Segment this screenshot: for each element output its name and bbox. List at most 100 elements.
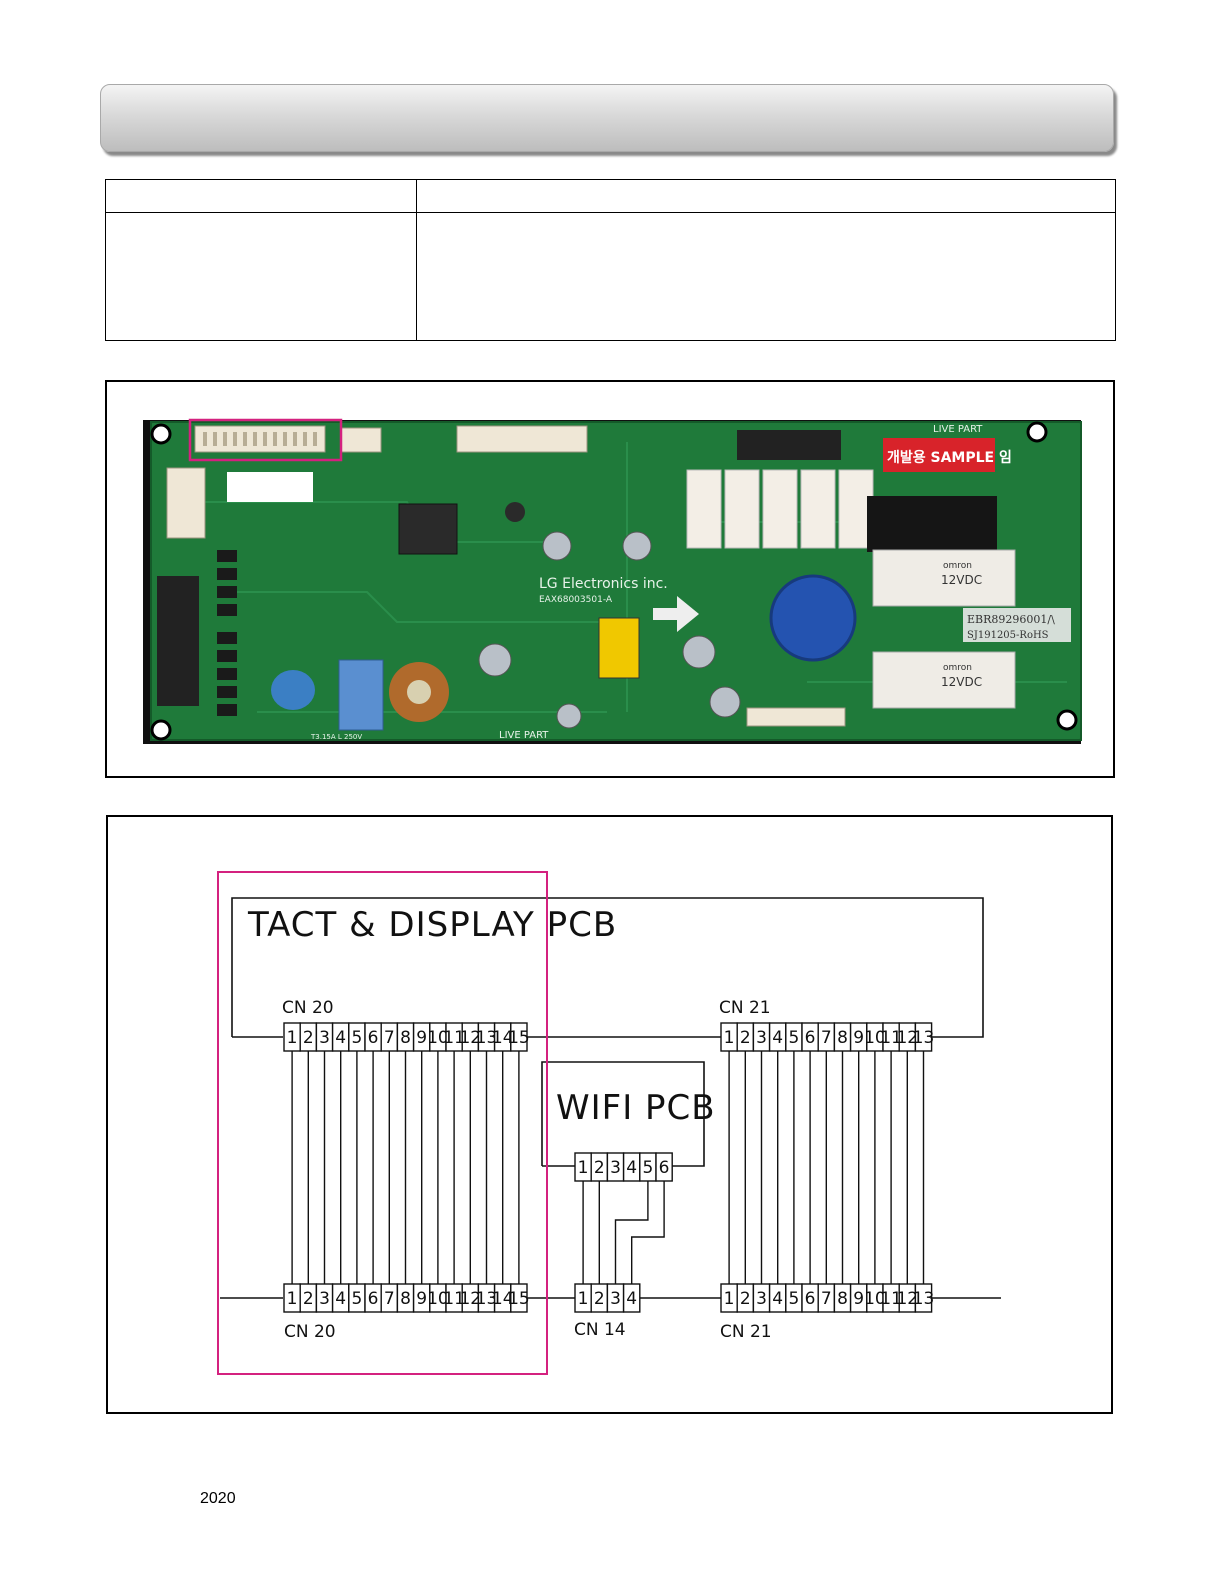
cn21-bottom-pin-label: 3 [756, 1289, 767, 1309]
cn20-bottom-pin-label: 15 [508, 1289, 530, 1309]
rohs-label-text: SJ191205-RoHS [967, 630, 1049, 641]
cn21-top-pin-label: 13 [913, 1028, 935, 1048]
cn21-top-pin-label: 11 [880, 1028, 902, 1048]
cn21-bottom-pin-label: 12 [896, 1289, 918, 1309]
cn20-top-pin-label: 11 [443, 1028, 465, 1048]
cn20-bottom-pin-label: 6 [368, 1289, 379, 1309]
cn20-bottom-pin-label: 2 [303, 1289, 314, 1309]
cn21-top-pin-label: 7 [821, 1028, 832, 1048]
tact-display-pcb-title: TACT & DISPLAY PCB [247, 905, 617, 945]
board-brand-text: LG Electronics inc. [539, 576, 668, 592]
cn20-top-pin-label: 14 [492, 1028, 514, 1048]
info-table [105, 179, 1116, 341]
ebr-label-text: EBR89296001/\ [967, 613, 1055, 626]
cn20-top-pin-label: 2 [303, 1028, 314, 1048]
cn20-bottom-pin-label: 5 [351, 1289, 362, 1309]
cn21-bottom-pin-label: 4 [772, 1289, 783, 1309]
cn20-top-pin-label: 7 [384, 1028, 395, 1048]
cn21-bottom-pin-label: 7 [821, 1289, 832, 1309]
cn21-bottom-pin-label: 1 [724, 1289, 735, 1309]
cn20-top-label: CN 20 [282, 998, 334, 1018]
cn20-bottom-pin-label: 4 [335, 1289, 346, 1309]
main-pcb-photo: LG Electronics inc. EAX68003501-A 개발용 SA… [143, 418, 1082, 744]
info-table-header-cell-1 [105, 179, 417, 213]
cn14-pin-label: 3 [610, 1289, 621, 1309]
cn21-top-label: CN 21 [719, 998, 771, 1018]
cn20-top-pin-label: 8 [400, 1028, 411, 1048]
cn21-top-pin-label: 9 [853, 1028, 864, 1048]
wifi-pin-label: 2 [594, 1158, 605, 1178]
relay2-brand-text: omron [943, 663, 972, 673]
relay1-voltage-text: 12VDC [941, 573, 982, 587]
cn20-photo-highlight [188, 418, 343, 462]
cn21-top-pin-label: 3 [756, 1028, 767, 1048]
cn20-bottom-pin-label: 12 [459, 1289, 481, 1309]
cn20-bottom-pin-label: 1 [287, 1289, 298, 1309]
wifi-pin-label: 1 [578, 1158, 589, 1178]
section-header-bar [100, 84, 1114, 152]
cn21-bottom-pin-label: 9 [853, 1289, 864, 1309]
fuse-label-text: T3.15A L 250V [310, 733, 362, 741]
cn14-pin-label: 2 [594, 1289, 605, 1309]
cn20-bottom-pin-label: 11 [443, 1289, 465, 1309]
cn21-bottom-pin-label: 11 [880, 1289, 902, 1309]
cn14-wire [631, 1181, 665, 1284]
info-table-header-cell-2 [416, 179, 1116, 213]
cn20-diagram-highlight [217, 871, 548, 1375]
cn20-top-pin-label: 4 [335, 1028, 346, 1048]
cn14-wire [614, 1181, 649, 1284]
cn21-top-pin-label: 2 [740, 1028, 751, 1048]
cn20-bottom-pin-label: 14 [492, 1289, 514, 1309]
sample-sticker-text: 개발용 SAMPLE 임 [887, 449, 1012, 466]
wifi-pcb-title: WIFI PCB [556, 1088, 716, 1128]
wifi-pin-label: 5 [642, 1158, 653, 1178]
cn21-top-pin-label: 8 [837, 1028, 848, 1048]
cn21-top-pin-label: 12 [896, 1028, 918, 1048]
cn21-top-pin-label: 4 [772, 1028, 783, 1048]
cn21-top-pin-label: 1 [724, 1028, 735, 1048]
cn20-top-pin-label: 1 [287, 1028, 298, 1048]
live-part-bottom-text: LIVE PART [499, 730, 549, 741]
cn21-bottom-pin-label: 8 [837, 1289, 848, 1309]
cn14-pin-label: 4 [626, 1289, 637, 1309]
cn21-top-pin-label: 10 [864, 1028, 886, 1048]
info-table-body-cell-1 [105, 212, 417, 341]
cn20-top-pin-label: 5 [351, 1028, 362, 1048]
cn20-bottom-pin-label: 8 [400, 1289, 411, 1309]
cn20-top-pin-label: 10 [427, 1028, 449, 1048]
cn14-pin-label: 1 [578, 1289, 589, 1309]
cn21-bottom-pin-label: 6 [805, 1289, 816, 1309]
cn21-top-pin-label: 5 [788, 1028, 799, 1048]
live-part-top-text: LIVE PART [933, 424, 983, 435]
pcb-photo-frame: LG Electronics inc. EAX68003501-A 개발용 SA… [105, 380, 1115, 778]
cn20-top-pin-label: 12 [459, 1028, 481, 1048]
cn20-bottom-pin-label: 10 [427, 1289, 449, 1309]
cn20-bottom-pin-label: 13 [476, 1289, 498, 1309]
cn20-top-pin-label: 6 [368, 1028, 379, 1048]
cn21-bottom-pin-label: 13 [913, 1289, 935, 1309]
cn21-bottom-pin-label: 5 [788, 1289, 799, 1309]
cn14-label: CN 14 [574, 1320, 626, 1340]
cn20-bottom-label: CN 20 [284, 1322, 336, 1342]
cn21-bottom-pin-label: 10 [864, 1289, 886, 1309]
wifi-pin-label: 3 [610, 1158, 621, 1178]
cn20-bottom-pin-label: 3 [319, 1289, 330, 1309]
wifi-pin-label: 4 [626, 1158, 637, 1178]
cn20-bottom-pin-label: 7 [384, 1289, 395, 1309]
info-table-body-cell-2 [416, 212, 1116, 341]
cn20-top-pin-label: 3 [319, 1028, 330, 1048]
cn20-top-pin-label: 13 [476, 1028, 498, 1048]
cn20-top-pin-label: 9 [416, 1028, 427, 1048]
cn20-top-pin-label: 15 [508, 1028, 530, 1048]
cn21-top-pin-label: 6 [805, 1028, 816, 1048]
relay2-voltage-text: 12VDC [941, 675, 982, 689]
cn20-bottom-pin-label: 9 [416, 1289, 427, 1309]
cn21-bottom-label: CN 21 [720, 1322, 772, 1342]
footer-year: 2020 [200, 1490, 236, 1507]
cn21-bottom-pin-label: 2 [740, 1289, 751, 1309]
relay1-brand-text: omron [943, 561, 972, 571]
wifi-pin-label: 6 [659, 1158, 670, 1178]
board-part-no-text: EAX68003501-A [539, 595, 613, 605]
